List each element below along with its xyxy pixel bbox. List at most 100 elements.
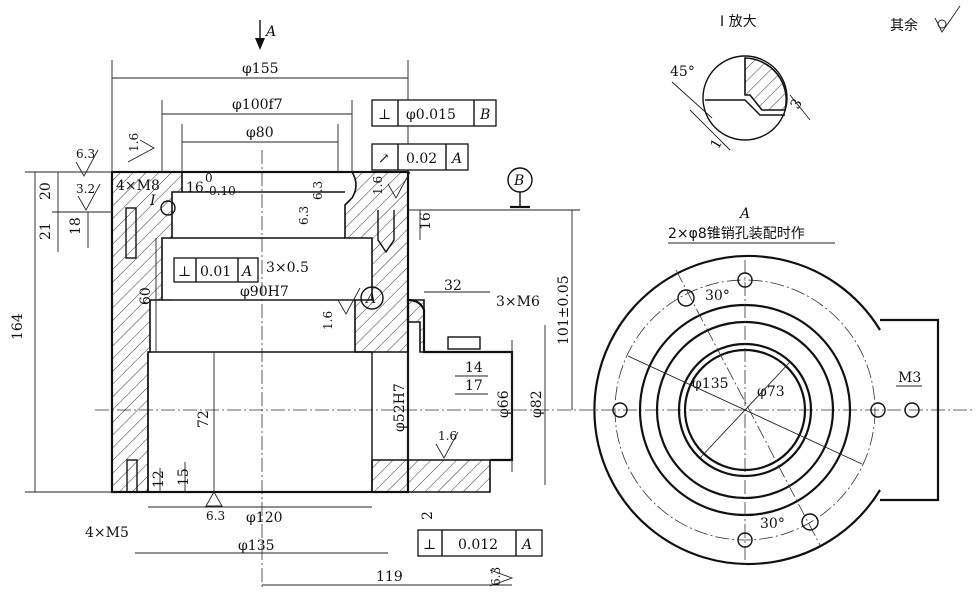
dim-21: 21 [38,222,54,240]
dim-135: φ135 [238,538,275,554]
detail-width-line [689,109,731,151]
dim-155: φ155 [242,61,279,77]
dim-12: 12 [151,470,167,488]
roughness-r9: 6.3 [206,509,225,523]
detail-angle-line [671,81,713,119]
detail-groove-profile [705,99,785,116]
tol-frame-runout-a: ↗ 0.02 A [371,143,469,171]
roughness-r5: 6.3 [311,181,325,200]
dim-18: 18 [68,217,84,235]
detail-hatch [744,57,788,111]
tol-symbol: ↗ [378,151,390,167]
roughness-r7: 1.6 [321,311,335,330]
m6-hole [447,336,481,350]
thread-m8: 4×M8 [116,178,160,194]
dim-82: φ82 [529,390,545,418]
section-view: A φ155 φ100f7 φ80 φ90H7 φ120 φ135 119 16 [10,20,975,590]
roughness-r2: 3.2 [76,182,95,196]
dim-119: 119 [376,569,403,585]
m5-hole [126,459,138,493]
bolt-hole [612,402,628,418]
roughness-symbols: 6.3 3.2 1.6 6.3 6.3 1.6 1.6 1.6 6.3 6.3 [75,133,514,587]
dim-120: φ120 [246,510,283,526]
angle-bottom: 30° [760,516,785,532]
pin-hole-top [677,289,695,307]
roughness-r1: 6.3 [76,147,95,161]
dim-20: 20 [38,182,54,200]
hatched-left-wall [111,171,183,493]
datum-a-label: A [364,291,376,307]
tol-frame-perp-a-bottom: ⊥ 0.012 A [417,529,543,557]
thread-m5: 4×M5 [85,525,129,541]
dim-73-leader [699,361,791,459]
width16-base: 16 [186,180,204,196]
thread-m6: 3×M6 [496,294,540,310]
view-a-label: A [738,206,750,222]
angle-top: 30° [705,288,730,304]
dim-14: 14 [465,360,483,376]
dim-17: 17 [465,378,483,394]
bolt-hole [870,402,886,418]
dim-164: 164 [10,313,26,340]
dim-52h7: φ52H7 [392,383,408,432]
body-outline [110,170,410,494]
tol-frame-perp-a-inner: ⊥ 0.01 A [173,257,259,283]
detail-dim-depth: 3 [788,96,806,112]
dim-15: 15 [176,468,192,486]
tol-value: 0.01 [200,264,231,280]
detail-depth-line [789,94,811,121]
groove-label: 3×0.5 [266,260,309,276]
roughness-note: 其余 [890,5,961,34]
tol-value: 0.012 [458,537,498,553]
datum-b: B [513,173,524,189]
roughness-icon [77,183,101,211]
tol-frame-perp-b: ⊥ φ0.015 B [371,99,497,127]
dim-16: 16 [418,212,434,230]
bolt-hole [737,272,753,288]
tol-symbol: ⊥ [378,107,391,123]
tol-datum: A [240,264,252,280]
dim-80: φ80 [246,125,274,141]
dim-101: 101±0.05 [556,275,572,345]
tol-datum: B [479,107,490,123]
m8-hole [125,207,137,259]
plan-outer-outline [593,254,881,566]
roughness-note-icon [934,5,961,33]
roughness-r10: 6.3 [489,567,503,586]
roughness-icon [127,139,155,163]
pin-note: 2×φ8锥销孔装配时作 [668,226,805,242]
pin-hole [377,210,395,254]
dim-66: φ66 [496,390,512,418]
roughness-note-text: 其余 [890,17,918,34]
tol-datum: A [450,151,462,167]
detail-angle: 45° [670,64,695,80]
plan-d73: φ73 [757,384,785,400]
roughness-r4: 6.3 [297,206,311,225]
hatched-right-wall [338,171,425,353]
roughness-r8: 1.6 [438,429,457,443]
tol-symbol: ⊥ [178,264,191,280]
bolt-circle [614,279,876,541]
plan-side-boss [880,318,940,502]
plan-m3: M3 [898,370,921,386]
roughness-icon [387,171,411,199]
datum-a-circle [360,286,384,310]
tol-datum: A [520,537,532,553]
detail-view: I 放大 45° 3 1 [670,14,811,152]
roughness-r6: 1.6 [371,176,385,195]
m3-hole [904,402,920,418]
tol-value: 0.02 [406,151,437,167]
pin-hole-bottom [801,513,819,531]
roughness-r3: 1.6 [127,133,141,152]
plan-d135: φ135 [692,376,729,392]
section-arrow-label: A [264,24,276,40]
dim-32: 32 [444,278,462,294]
side-boss-outline [406,298,514,462]
pin-centerline [675,269,821,546]
plan-view: A 2×φ8锥销孔装配时作 φ135 φ73 30° 30° M3 [593,206,940,566]
detail-dim-width: 1 [708,136,726,152]
dim-90h7: φ90H7 [240,284,289,300]
roughness-icon [489,569,514,587]
dim-2: 2 [420,511,436,520]
